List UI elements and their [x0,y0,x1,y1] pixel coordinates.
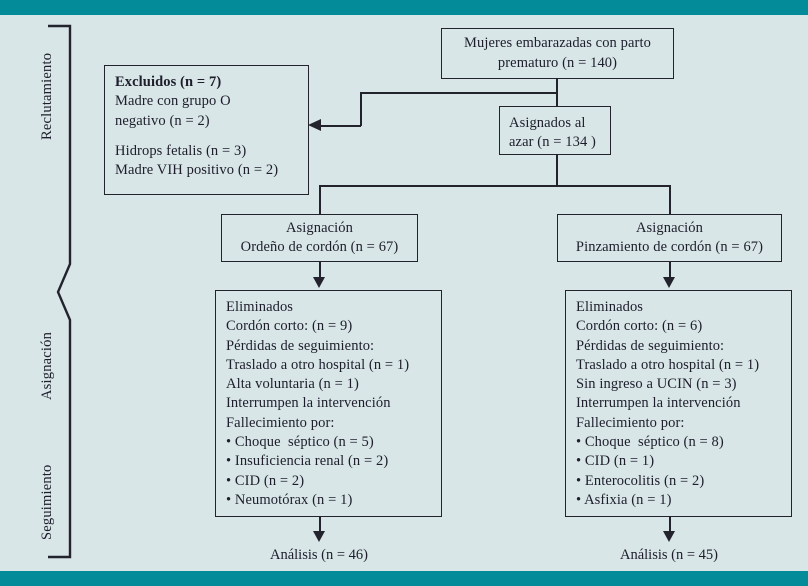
randomized-line-2: azar (n = 134 ) [509,134,596,151]
connector-excluded-h-bottom [321,125,361,127]
followup-left-line-9: • Insuficiencia renal (n = 2) [226,453,389,470]
followup-right-line-3: Pérdidas de seguimiento: [576,337,725,354]
connector-split-right [669,185,671,215]
connector-alloc-left-down [319,262,321,280]
followup-right-line-10: • Enterocolitis (n = 2) [576,472,705,489]
node-allocation-right: Asignación Pinzamiento de cordón (n = 67… [557,214,782,262]
enrollment-line-2: prematuro (n = 140) [497,54,618,71]
top-accent-bar [0,0,808,15]
stage-label-reclutamiento: Reclutamiento [39,52,55,140]
followup-left-line-11: • Neumotórax (n = 1) [226,491,353,508]
stage-brace [48,24,72,559]
followup-right-line-8: • Choque séptico (n = 8) [576,433,724,450]
arrowhead-to-analysis-left [313,531,325,542]
followup-left-line-6: Interrumpen la intervención [226,395,391,412]
node-analysis-left: Análisis (n = 46) [270,547,368,563]
excluded-line-2: Madre con grupo O [115,93,231,110]
excluded-spacer [115,131,308,142]
node-allocation-left: Asignación Ordeño de cordón (n = 67) [221,214,418,262]
connector-followup-right-down [669,517,671,534]
followup-right-line-2: Cordón corto: (n = 6) [576,318,703,335]
arrowhead-to-excluded [308,119,321,131]
node-followup-right: Eliminados Cordón corto: (n = 6) Pérdida… [565,290,792,517]
bottom-accent-bar [0,571,808,586]
arrowhead-to-followup-left [313,277,325,288]
followup-right-line-1: Eliminados [576,299,644,315]
connector-excluded-v [360,92,362,126]
arrowhead-to-followup-right [663,277,675,288]
connector-alloc-right-down [669,262,671,280]
node-followup-left: Eliminados Cordón corto: (n = 9) Pérdida… [215,290,442,517]
alloc-left-line-1: Asignación [285,219,354,236]
followup-left-line-1: Eliminados [226,299,294,315]
randomized-line-1: Asignados al [509,115,586,131]
node-randomized: Asignados al azar (n = 134 ) [499,106,611,155]
followup-left-line-5: Alta voluntaria (n = 1) [226,376,359,393]
excluded-line-5: Madre VIH positivo (n = 2) [115,162,279,179]
connector-allocation-split [319,185,671,187]
excluded-line-4: Hidrops fetalis (n = 3) [115,142,247,159]
node-enrollment: Mujeres embarazadas con parto prematuro … [441,28,674,79]
followup-left-line-4: Traslado a otro hospital (n = 1) [226,356,410,373]
node-excluded: Excluidos (n = 7) Madre con grupo O nega… [104,65,309,195]
stage-label-seguimiento: Seguimiento [39,464,55,540]
followup-left-line-2: Cordón corto: (n = 9) [226,318,353,335]
enrollment-line-1: Mujeres embarazadas con parto [464,35,651,52]
followup-right-line-4: Traslado a otro hospital (n = 1) [576,356,760,373]
arrowhead-to-analysis-right [663,531,675,542]
stage-label-asignacion: Asignación [39,331,55,400]
followup-left-line-3: Pérdidas de seguimiento: [226,337,375,354]
followup-left-line-10: • CID (n = 2) [226,472,305,489]
followup-right-line-6: Interrumpen la intervención [576,395,741,412]
alloc-left-line-2: Ordeño de cordón (n = 67) [240,239,399,255]
connector-split-left [319,185,321,215]
followup-right-line-5: Sin ingreso a UCIN (n = 3) [576,376,737,393]
alloc-right-line-2: Pinzamiento de cordón (n = 67) [575,239,764,255]
connector-excluded-h-top [360,92,557,94]
alloc-right-line-1: Asignación [635,219,704,236]
node-analysis-right: Análisis (n = 45) [620,547,718,563]
excluded-line-3: negativo (n = 2) [115,112,210,129]
connector-randomized-down [556,155,558,186]
followup-right-line-9: • CID (n = 1) [576,453,655,470]
followup-left-line-7: Fallecimiento por: [226,414,335,431]
followup-right-line-7: Fallecimiento por: [576,414,685,431]
excluded-line-1: Excluidos (n = 7) [115,74,222,90]
followup-right-line-11: • Asfixia (n = 1) [576,491,672,508]
followup-left-line-8: • Choque séptico (n = 5) [226,433,374,450]
connector-followup-left-down [319,517,321,534]
